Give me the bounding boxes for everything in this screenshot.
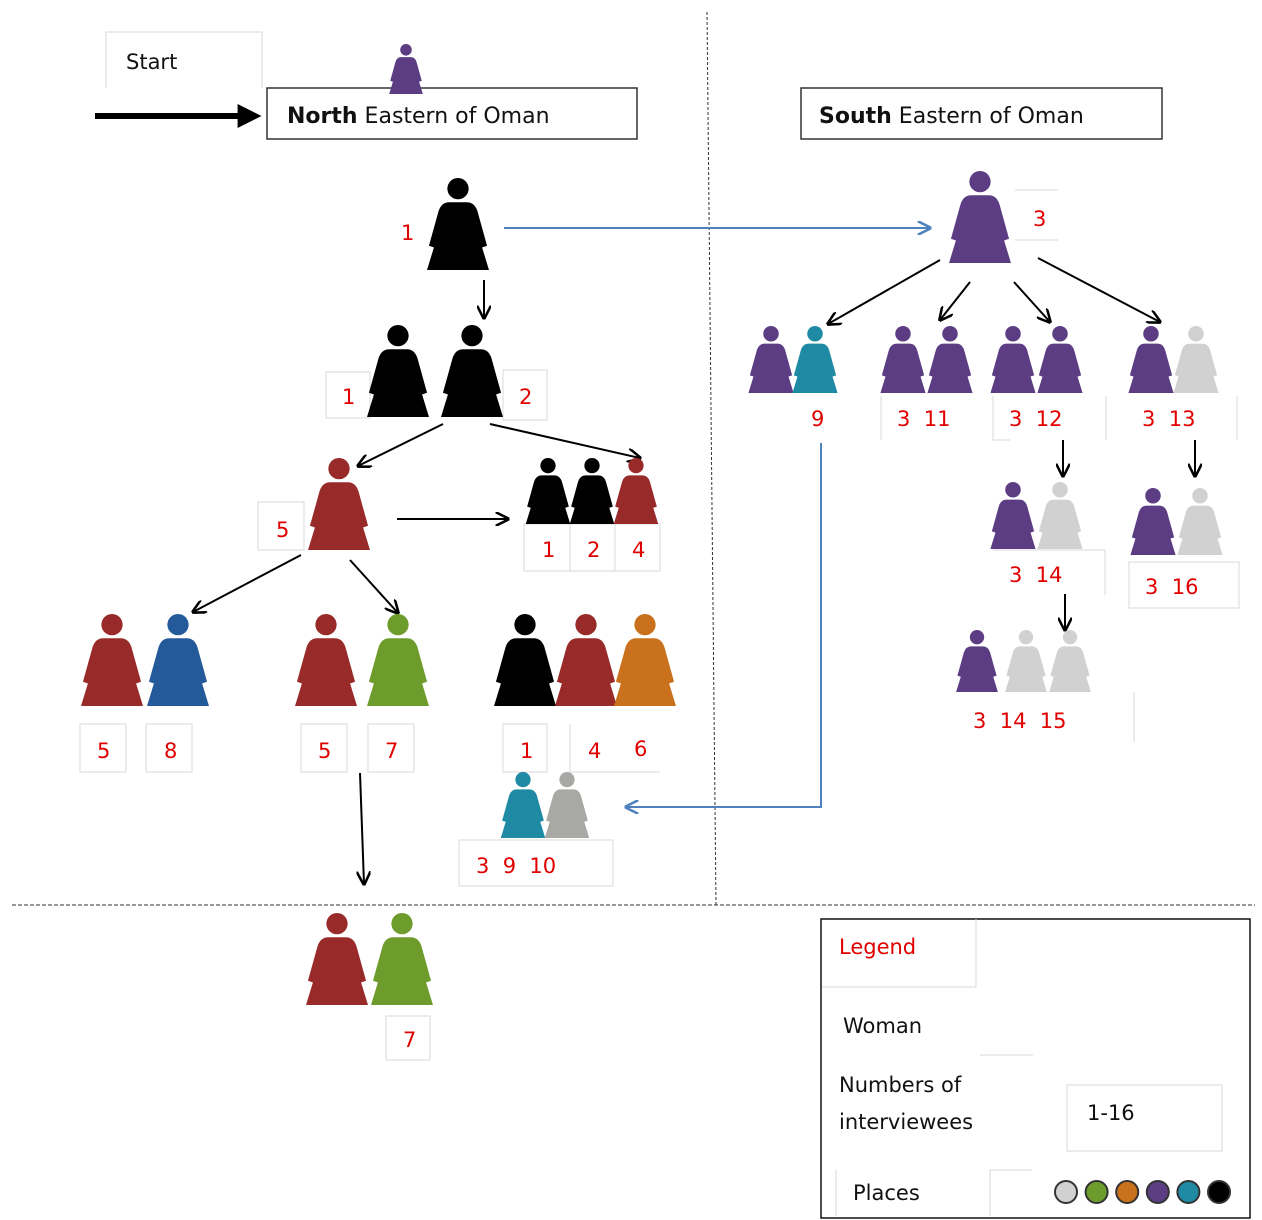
woman-icon xyxy=(494,614,556,706)
label-g2-a: 5 xyxy=(318,739,331,763)
label-trio1-a: 1 xyxy=(542,538,555,562)
woman-icon xyxy=(748,326,794,393)
north-region-title: North Eastern of Oman xyxy=(287,104,550,129)
place-dot-teal xyxy=(1176,1180,1201,1204)
legend-numbers-line2: interviewees xyxy=(839,1110,973,1134)
woman-icon xyxy=(500,772,546,838)
woman-icon xyxy=(1005,630,1047,692)
woman-icon xyxy=(81,614,143,706)
south-region-title: South Eastern of Oman xyxy=(819,104,1084,129)
label-s15: 3 14 15 xyxy=(973,709,1067,733)
start-label: Start xyxy=(126,50,177,74)
woman-icon xyxy=(990,326,1036,393)
label-bottom: 7 xyxy=(403,1028,416,1052)
place-dot-purple xyxy=(1145,1180,1170,1204)
place-dot-black xyxy=(1207,1180,1231,1204)
woman-icon xyxy=(389,44,423,94)
woman-icon xyxy=(441,325,503,417)
woman-icon xyxy=(1173,326,1219,393)
woman-icon xyxy=(1177,488,1223,555)
woman-icon xyxy=(1049,630,1091,692)
legend-numbers-line1: Numbers of xyxy=(839,1073,962,1097)
label-s11: 3 11 xyxy=(897,407,950,431)
legend-title: Legend xyxy=(839,935,916,959)
label-s13: 3 13 xyxy=(1142,407,1195,431)
label-s12: 3 12 xyxy=(1009,407,1062,431)
woman-icon xyxy=(555,614,617,706)
label-cells xyxy=(79,189,1240,1061)
label-g2-b: 7 xyxy=(385,739,398,763)
woman-icon xyxy=(613,458,659,524)
woman-icon xyxy=(427,178,489,270)
south-region-box: South Eastern of Oman xyxy=(800,87,1163,140)
legend-frame xyxy=(820,918,1251,1219)
place-dot-green xyxy=(1084,1180,1109,1204)
woman-icon xyxy=(1130,488,1176,555)
woman-icon xyxy=(371,913,433,1005)
label-5: 5 xyxy=(276,518,289,542)
legend: Legend Woman Numbers of interviewees 1-1… xyxy=(820,918,1251,1219)
label-g3-a: 1 xyxy=(520,739,533,763)
woman-icon xyxy=(949,171,1011,263)
women-figures xyxy=(81,44,1223,1064)
label-g4: 3 9 10 xyxy=(476,854,556,878)
label-s14: 3 14 xyxy=(1009,563,1062,587)
number-labels: 1 1 2 5 1 2 4 5 8 5 7 1 4 6 3 9 10 7 3 9… xyxy=(97,207,1198,1052)
woman-icon xyxy=(956,630,998,692)
label-s3: 3 xyxy=(1033,207,1046,231)
start-label-box: Start xyxy=(105,31,263,88)
label-pair-right: 2 xyxy=(519,385,532,409)
legend-places-label: Places xyxy=(853,1181,920,1205)
north-region-box: North Eastern of Oman xyxy=(266,87,638,140)
woman-icon xyxy=(569,458,615,524)
woman-icon xyxy=(1037,326,1083,393)
woman-icon xyxy=(525,458,571,524)
woman-icon xyxy=(308,458,370,550)
place-dot-lightgray xyxy=(1054,1180,1078,1204)
woman-icon xyxy=(367,614,429,706)
label-g1-a: 5 xyxy=(97,739,110,763)
legend-numbers-value: 1-16 xyxy=(1087,1101,1135,1125)
woman-icon xyxy=(147,614,209,706)
legend-place-dots xyxy=(1054,1180,1231,1204)
woman-icon xyxy=(1037,482,1083,549)
woman-icon xyxy=(367,325,429,417)
legend-woman-label: Woman xyxy=(843,1014,922,1038)
place-dot-orange xyxy=(1115,1180,1140,1204)
label-trio1-c: 4 xyxy=(632,538,645,562)
woman-icon xyxy=(614,614,676,706)
woman-icon xyxy=(792,326,838,393)
woman-icon xyxy=(927,326,973,393)
woman-icon xyxy=(1128,326,1174,393)
woman-icon xyxy=(306,913,368,1005)
label-s16: 3 16 xyxy=(1145,575,1198,599)
label-1: 1 xyxy=(401,221,414,245)
label-g3-c: 6 xyxy=(634,737,647,761)
vertical-divider xyxy=(706,11,717,906)
woman-icon xyxy=(544,772,590,838)
label-trio1-b: 2 xyxy=(587,538,600,562)
label-pair-left: 1 xyxy=(342,385,355,409)
arrows xyxy=(193,228,1195,884)
label-g3-b: 4 xyxy=(588,739,601,763)
woman-icon xyxy=(990,482,1036,549)
woman-icon xyxy=(295,614,357,706)
woman-icon xyxy=(880,326,926,393)
label-s9: 9 xyxy=(811,407,824,431)
label-g1-b: 8 xyxy=(164,739,177,763)
